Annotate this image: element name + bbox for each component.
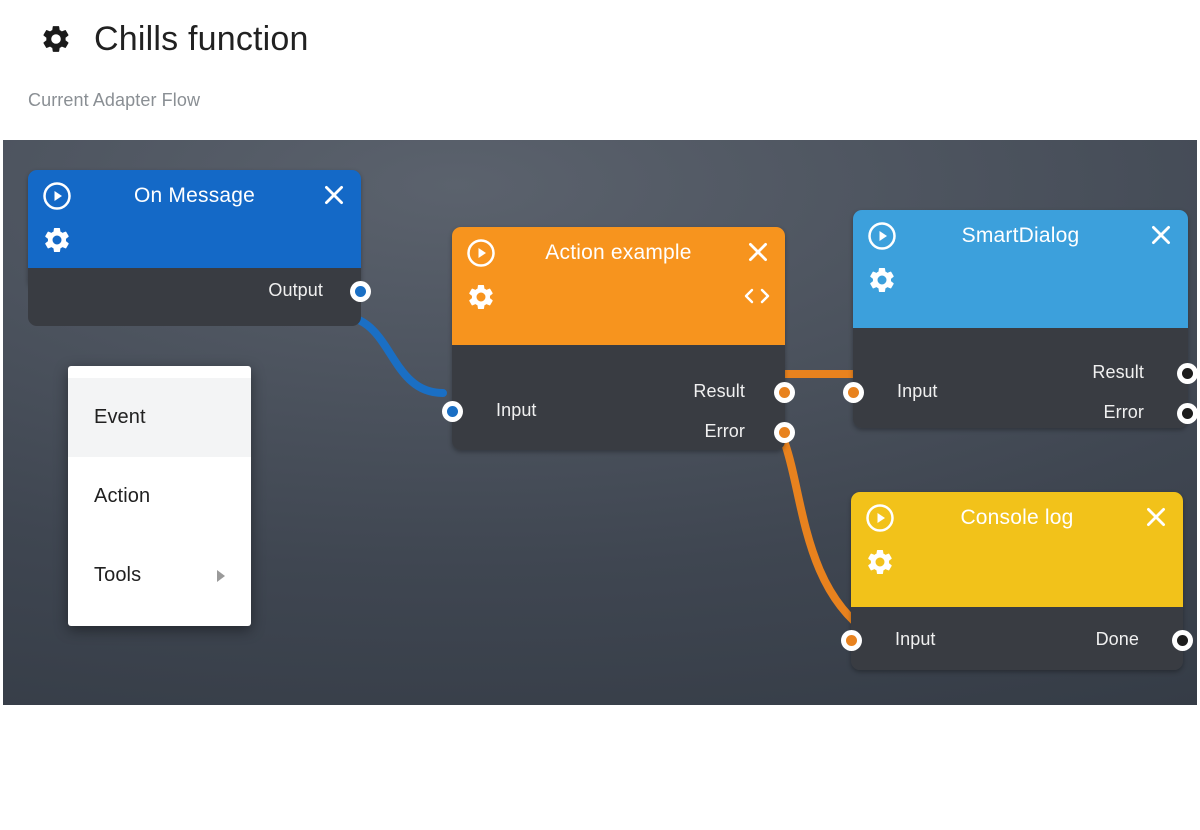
context-menu-item-label: Event: [94, 406, 146, 428]
port-label-error: Error: [1103, 402, 1144, 422]
port-result[interactable]: [1177, 363, 1197, 384]
node-console-log[interactable]: Console log Input Done: [841, 492, 1193, 670]
node-body: Input Result Error: [442, 345, 795, 450]
node-smart-dialog[interactable]: SmartDialog Input Result Error: [843, 210, 1197, 428]
port-error[interactable]: [774, 422, 795, 443]
page-title: Chills function: [94, 20, 309, 58]
node-header: On Message: [28, 170, 361, 268]
port-input[interactable]: [442, 401, 463, 422]
page-header: Chills function Current Adapter Flow: [0, 0, 1200, 140]
context-menu-item-label: Tools: [94, 564, 142, 586]
node-title: Console log: [960, 506, 1074, 529]
flow-canvas[interactable]: On Message Output: [3, 140, 1197, 705]
port-label-input: Input: [496, 400, 537, 420]
port-label-input: Input: [897, 381, 938, 401]
port-label-error: Error: [704, 421, 745, 441]
node-on-message[interactable]: On Message Output: [28, 170, 371, 326]
chevron-right-icon: [217, 569, 225, 582]
port-result[interactable]: [774, 382, 795, 403]
node-body: Input Result Error: [843, 328, 1197, 428]
title-row: Chills function: [40, 22, 309, 56]
context-menu-item-event[interactable]: Event: [68, 378, 251, 457]
node-header: Console log: [851, 492, 1183, 607]
node-title: Action example: [545, 241, 692, 264]
page-subtitle: Current Adapter Flow: [28, 90, 201, 110]
node-action-example[interactable]: Action example Input Result Error: [442, 227, 795, 450]
port-error[interactable]: [1177, 403, 1197, 424]
port-output[interactable]: [350, 281, 371, 302]
port-label-input: Input: [895, 629, 936, 649]
node-header: SmartDialog: [853, 210, 1188, 328]
port-input[interactable]: [841, 630, 862, 651]
context-menu-item-label: Action: [94, 485, 151, 507]
node-title: SmartDialog: [961, 224, 1080, 247]
gear-icon: [40, 23, 72, 55]
port-label-result: Result: [1092, 362, 1144, 382]
port-label-done: Done: [1095, 629, 1139, 649]
node-header: Action example: [452, 227, 785, 345]
context-menu[interactable]: Event Action Tools: [68, 366, 251, 626]
port-label-output: Output: [268, 280, 323, 300]
context-menu-item-tools[interactable]: Tools: [68, 536, 251, 615]
context-menu-item-action[interactable]: Action: [68, 457, 251, 536]
port-label-result: Result: [693, 381, 745, 401]
node-body: Input Done: [841, 607, 1193, 670]
wire-onmessage-to-action: [336, 312, 447, 397]
port-done[interactable]: [1172, 630, 1193, 651]
port-input[interactable]: [843, 382, 864, 403]
node-title: On Message: [133, 184, 256, 207]
node-body: Output: [28, 268, 371, 326]
